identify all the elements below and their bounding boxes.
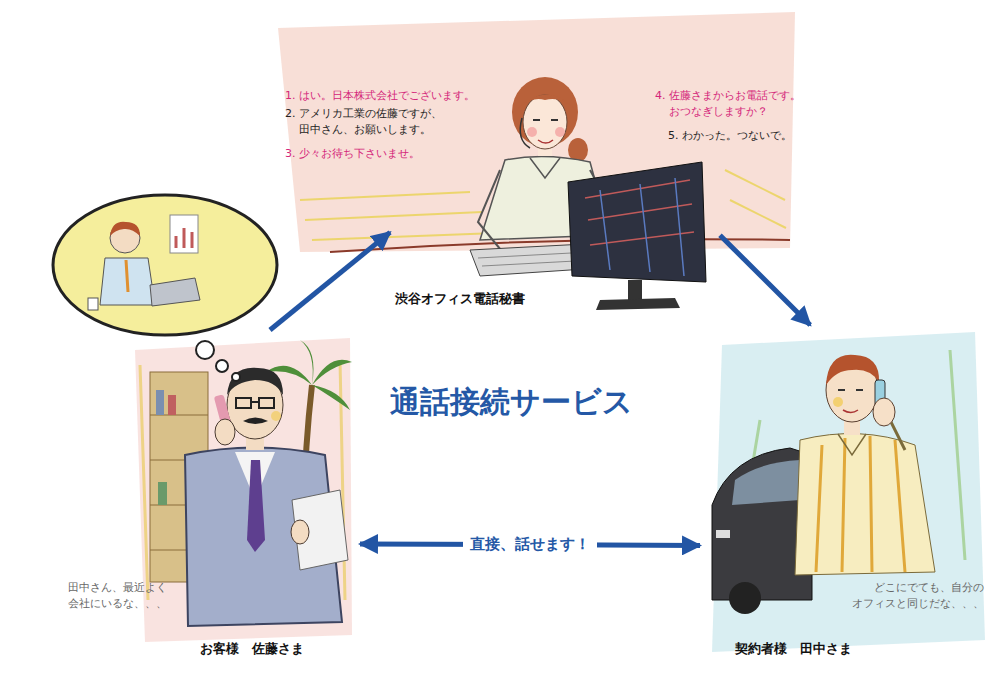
car — [729, 582, 761, 614]
bookshelf — [156, 390, 164, 415]
secretary-figure — [523, 95, 567, 149]
bookshelf — [168, 395, 176, 415]
thought-bubble — [170, 215, 198, 253]
customer-figure — [215, 419, 235, 445]
customer-wash — [135, 338, 352, 642]
customer-figure — [247, 460, 265, 552]
secretary-figure — [520, 118, 530, 148]
secretary-wash — [278, 12, 795, 252]
panel-caption: 渋谷オフィス電話秘書 — [395, 290, 525, 309]
customer-figure — [259, 398, 274, 408]
client-panel: どこにでても、自分の オフィスと同じだな、、、契約者様 田中さま — [700, 325, 990, 675]
client-figure — [843, 410, 858, 413]
thought-bubble — [232, 373, 240, 381]
customer-figure — [243, 418, 268, 425]
customer-figure — [236, 398, 251, 408]
client-figure — [890, 420, 905, 450]
thought-bubble — [53, 195, 277, 381]
client-figure — [838, 389, 863, 391]
client-figure — [873, 398, 895, 426]
secretary-figure — [533, 119, 558, 121]
thought-note: どこにでても、自分の オフィスと同じだな、、、 — [844, 580, 984, 612]
flow-arrow — [270, 232, 390, 330]
customer-figure — [291, 520, 309, 544]
thought-bubble — [196, 341, 214, 359]
thought-note: 田中さん、最近よく 会社にいるな、、、 — [68, 580, 183, 612]
office-desk — [470, 162, 706, 310]
dialogue-line: 2. アメリカ工業の佐藤ですが、 田中さん、お願いします。 — [285, 106, 469, 138]
thought-bubble — [88, 298, 98, 310]
customer-wash — [135, 338, 352, 642]
thought-bubble — [126, 260, 128, 292]
customer-panel: 田中さん、最近よく 会社にいるな、、、お客様 佐藤さま — [60, 330, 360, 675]
secretary-figure — [538, 140, 553, 143]
customer-figure — [227, 368, 283, 395]
client-figure — [816, 436, 905, 572]
bookshelf — [158, 482, 167, 505]
customer-figure — [271, 411, 281, 421]
car — [716, 530, 730, 538]
dialogue-line: 1. はい。日本株式会社でございます。 — [285, 88, 475, 104]
dialogue-line: 5. わかった。つないで。 — [668, 128, 792, 144]
office-desk — [628, 280, 642, 300]
thought-bubble — [110, 222, 140, 236]
customer-figure — [292, 490, 348, 570]
edge-label: 直接、話せます！ — [463, 534, 597, 556]
office-desk — [596, 298, 680, 310]
client-figure — [795, 355, 935, 575]
secretary-figure — [527, 127, 537, 137]
thought-bubble — [100, 258, 155, 305]
secretary-wash — [278, 12, 795, 252]
thought-bubble — [53, 195, 277, 335]
customer-figure — [251, 401, 259, 403]
thought-bubble — [176, 228, 192, 248]
client-wash — [712, 332, 985, 652]
office-desk — [568, 162, 706, 282]
secretary-figure — [555, 127, 565, 137]
client-figure — [838, 434, 866, 455]
client-figure — [833, 397, 843, 407]
client-figure — [826, 355, 879, 385]
diagram-title: 通話接続サービス — [390, 380, 633, 424]
dialogue-line: 3. 少々お待ち下さいませ。 — [285, 146, 420, 162]
secretary-panel: 渋谷オフィス電話秘書 — [390, 170, 720, 315]
dialogue-line: 4. 佐藤さまからお電話です。 おつなぎしますか？ — [655, 88, 829, 120]
thought-bubble — [216, 360, 228, 372]
secretary-figure — [530, 158, 560, 178]
customer-figure — [185, 368, 348, 626]
panel-caption: お客様 佐藤さま — [200, 640, 304, 659]
thought-bubble — [150, 278, 200, 306]
secretary-figure — [516, 94, 574, 110]
client-figure — [795, 434, 935, 575]
client-wash — [712, 332, 985, 652]
car — [732, 460, 800, 505]
flow-arrow — [720, 235, 810, 325]
office-desk — [600, 178, 684, 276]
panel-caption: 契約者様 田中さま — [735, 640, 852, 659]
